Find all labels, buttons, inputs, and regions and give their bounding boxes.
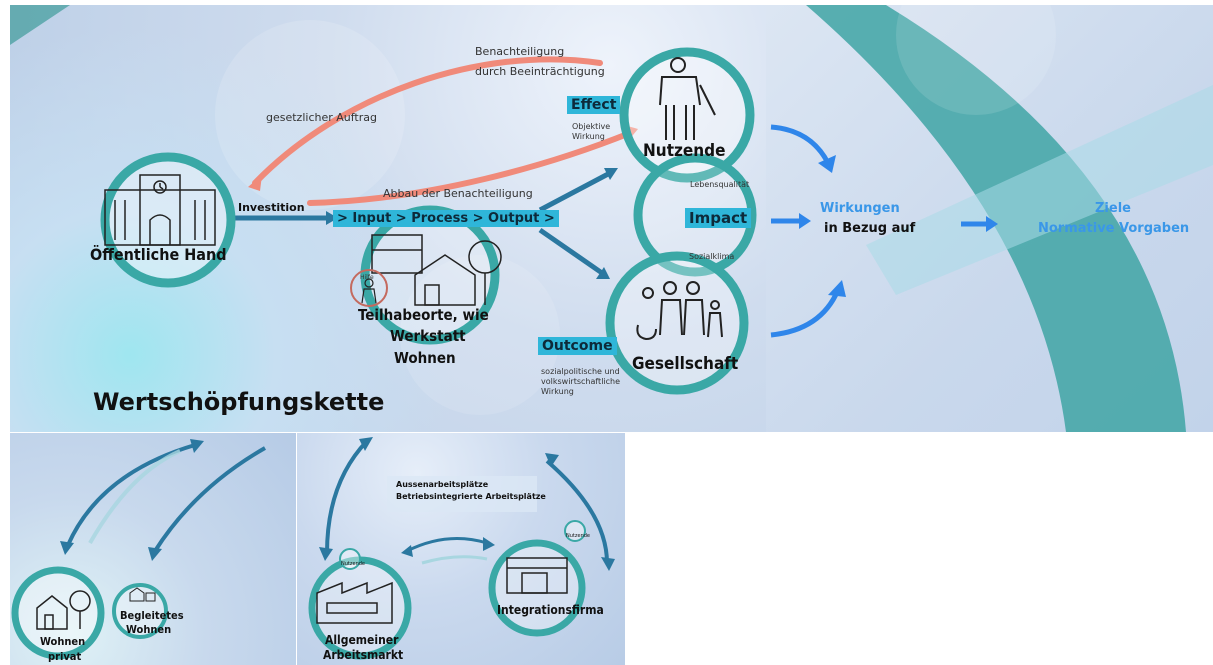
bokeh-circle	[400, 255, 560, 415]
user-person-icon	[659, 57, 716, 140]
teilhabe-label-1: Teilhabeorte, wie	[358, 306, 489, 324]
arrowhead-straight-right	[986, 216, 998, 232]
arrow-curve-bottom	[770, 288, 841, 338]
arrow-work-light	[421, 555, 488, 565]
normative-label: Normative Vorgaben	[1038, 221, 1190, 236]
bezug-label: in Bezug auf	[824, 221, 916, 236]
nutzende-small-circle-2	[564, 520, 586, 542]
workshop-house-icon	[371, 234, 502, 306]
arrow-work-left	[325, 439, 369, 554]
arrowhead-work-middle-a	[401, 545, 413, 557]
hilfe-label: Hilfe	[360, 274, 374, 281]
arrow-to-effect	[538, 170, 612, 213]
society-group-icon	[636, 281, 723, 341]
work-panel: Aussenarbeitsplätze Betriebsintegrierte …	[297, 433, 625, 665]
arrow-work-middle	[406, 537, 488, 553]
arrowhead-housing-2	[148, 547, 162, 561]
gesellschaft-label: Gesellschaft	[632, 354, 739, 374]
hilfe-circle	[350, 269, 388, 307]
value-chain-panel: Benachteiligung durch Beeinträchtigung g…	[10, 5, 766, 432]
arrow-abbau	[307, 130, 633, 206]
abbau-label: Abbau der Benachteiligung	[383, 187, 533, 200]
outcome-tag: Outcome	[538, 337, 617, 355]
housing-diagram	[11, 439, 266, 660]
arrowhead-benachteiligung	[248, 175, 262, 191]
benachteiligung-label-2: durch Beeinträchtigung	[475, 65, 605, 78]
arrowhead-work-middle-b	[483, 537, 495, 551]
arrowhead-to-effect	[604, 168, 618, 180]
arrow-work-right	[545, 459, 609, 564]
impact-tag: Impact	[685, 208, 752, 228]
value-chain-diagram	[10, 5, 757, 415]
arrow-housing-2	[153, 446, 266, 553]
sozialklima-label: Sozialklima	[689, 252, 735, 261]
arrowhead-work-right-a	[545, 453, 559, 467]
work-diagram	[308, 437, 615, 660]
arrowhead-work-left-b	[359, 437, 373, 451]
outcome-subtext: sozialpolitische und volkswirtschaftlich…	[541, 367, 621, 396]
arrowhead-curve-top	[818, 155, 836, 173]
arrowhead-work-right-b	[601, 557, 615, 571]
arrowhead-housing-1b	[190, 439, 204, 453]
arrowhead-work-left-a	[319, 547, 333, 561]
small-house-icon	[129, 587, 156, 602]
integrationsfirma-label: Integrationsfirma	[497, 603, 604, 617]
integrationsfirma-circle	[488, 539, 586, 637]
allgemeiner-label-1: Allgemeiner	[325, 633, 399, 647]
begleitet-label-1: Begleitetes	[120, 609, 184, 622]
arrow-benachteiligung	[252, 56, 603, 186]
nutzende-label: Nutzende	[643, 141, 726, 161]
arrow-to-outcome	[538, 227, 604, 276]
teilhabe-label-2: Werkstatt	[390, 327, 466, 345]
effect-subtext: Objektive Wirkung	[572, 122, 611, 141]
public-hand-label: Öffentliche Hand	[90, 245, 227, 264]
gesetzlich-label: gesetzlicher Auftrag	[266, 111, 377, 124]
benachteiligung-label-1: Benachteiligung	[475, 45, 565, 58]
person-icon	[361, 278, 377, 304]
aussen-label: Aussenarbeitsplätze	[396, 480, 489, 489]
input-process-output-tag: > Input > Process > Output >	[333, 210, 559, 227]
arrowhead-housing-1a	[60, 541, 74, 555]
nutzende-small-label-1: Nutzende	[341, 561, 365, 567]
bokeh-circle	[896, 5, 1056, 115]
wirkungen-label: Wirkungen	[820, 201, 900, 216]
building-icon	[104, 174, 216, 246]
arrowhead-straight-left	[799, 213, 811, 229]
company-building-icon	[506, 557, 568, 594]
page-title: Wertschöpfungskette	[93, 388, 385, 416]
house-tree-icon	[36, 590, 91, 630]
allgemeiner-label-2: Arbeitsmarkt	[323, 648, 404, 662]
wohnen-privat-label-1: Wohnen	[40, 635, 86, 648]
public-hand-circle	[100, 152, 236, 288]
ziele-label: Ziele	[1095, 201, 1131, 216]
wohnen-privat-label-2: privat	[48, 650, 82, 663]
aussen-box	[387, 476, 537, 512]
factory-icon	[316, 581, 393, 624]
goals-diagram	[770, 5, 1213, 432]
arrow-housing-light	[88, 449, 181, 544]
arrowhead-to-outcome	[596, 267, 610, 279]
lebensqualitaet-label: Lebensqualität	[690, 180, 750, 189]
nutzende-small-label-2: Nutzende	[566, 533, 590, 539]
teilhabe-label-3: Wohnen	[394, 349, 456, 367]
effect-tag: Effect	[567, 96, 621, 114]
betrieb-label: Betriebsintegrierte Arbeitsplätze	[396, 492, 546, 501]
arrow-housing-1	[66, 443, 196, 546]
corner-shape	[10, 5, 70, 45]
housing-panel: Wohnen privat Begleitetes Wohnen	[10, 433, 296, 665]
begleitet-circle	[112, 583, 168, 639]
arrowhead-curve-bottom	[828, 280, 846, 297]
arrowhead-investition	[326, 211, 338, 225]
arrow-curve-top	[770, 124, 831, 165]
nutzende-small-circle-1	[339, 548, 361, 570]
goals-panel: Wirkungen in Bezug auf Ziele Normative V…	[766, 5, 1213, 432]
bokeh-circle	[215, 20, 405, 210]
investition-label: Investition	[238, 201, 305, 214]
light-band-shape	[866, 85, 1213, 295]
begleitet-label-2: Wohnen	[126, 623, 172, 636]
